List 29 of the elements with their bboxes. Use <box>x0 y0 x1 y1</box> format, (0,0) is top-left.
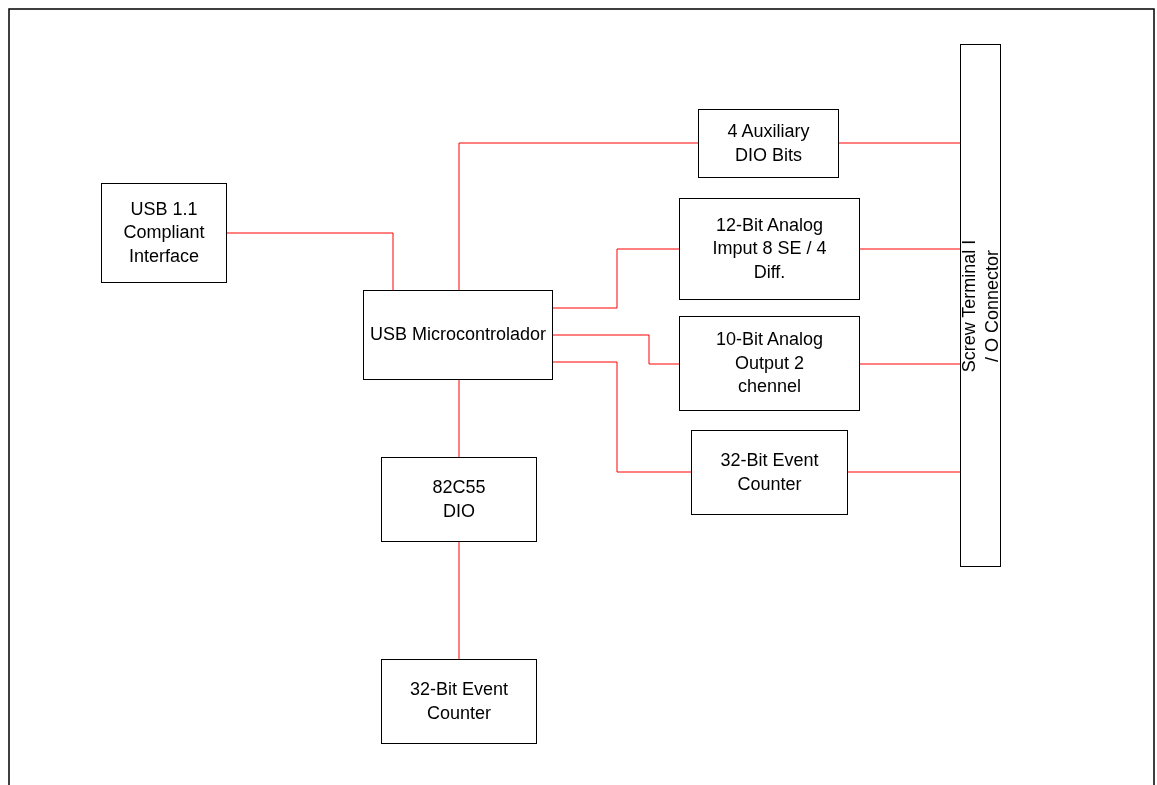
connector-bar <box>960 44 1001 567</box>
block-box <box>691 430 848 515</box>
block-box <box>381 659 537 744</box>
block-label: 32-Bit Event Counter <box>719 449 820 496</box>
connector-line <box>458 142 699 291</box>
block-label: 4 Auxiliary DIO Bits <box>726 120 811 167</box>
connector-line <box>552 248 680 309</box>
block-box <box>698 109 839 178</box>
block-box <box>679 316 860 411</box>
connector-line <box>859 248 961 250</box>
connector-line <box>552 334 680 365</box>
connector-line <box>838 142 961 144</box>
connector-line <box>226 232 394 291</box>
connector-line <box>552 361 692 473</box>
connector-line <box>847 471 961 473</box>
block-label: USB Microcontrolador <box>368 323 548 347</box>
block-box <box>679 198 860 300</box>
block-label: 10-Bit Analog Output 2 chennel <box>714 328 825 399</box>
block-label: USB 1.1 Compliant Interface <box>122 197 206 268</box>
connector-line <box>458 379 460 458</box>
block-box <box>101 183 227 283</box>
block-box <box>363 290 553 380</box>
connector-line <box>859 363 961 365</box>
block-label: 12-Bit Analog Imput 8 SE / 4 Diff. <box>711 213 828 284</box>
block-label: 82C55 DIO <box>431 476 487 523</box>
block-box <box>381 457 537 542</box>
block-label: Screw Terminal I / O Connector <box>957 238 1003 373</box>
block-label: 32-Bit Event Counter <box>408 678 510 725</box>
connector-line <box>458 541 460 660</box>
